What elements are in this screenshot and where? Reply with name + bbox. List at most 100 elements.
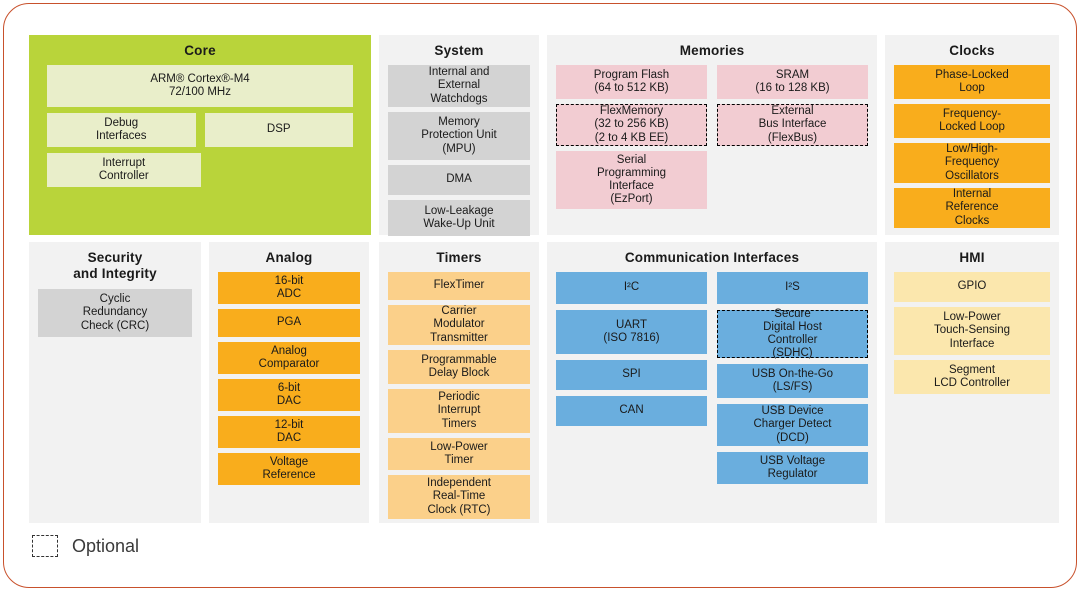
block-pga[interactable]: PGA	[218, 309, 360, 337]
block-line: Internal	[952, 188, 992, 201]
block-line: Oscillators	[945, 169, 999, 182]
block-line: Digital Host	[763, 320, 822, 333]
block-line: Phase-Locked	[935, 68, 1009, 81]
legend-label: Optional	[72, 535, 140, 556]
block-spi[interactable]: SPI	[556, 360, 707, 390]
block-line: Segment	[948, 363, 996, 376]
block-line: (DCD)	[776, 431, 809, 444]
block-diagram: Core ARM® Cortex®-M4 72/100 MHz Debug In…	[29, 35, 1059, 523]
block-line: Interrupt	[437, 404, 481, 417]
block-line: DSP	[266, 123, 291, 136]
block-line: CAN	[619, 404, 644, 417]
block-flextimer[interactable]: FlexTimer	[388, 272, 530, 300]
block-line: Redundancy	[82, 306, 148, 319]
block-line: Wake-Up Unit	[423, 218, 495, 230]
panel-title-line: Security	[87, 250, 143, 265]
block-line: Interface	[609, 180, 654, 192]
block-line: Controller	[767, 334, 818, 346]
block-i-c[interactable]: I²C	[556, 272, 707, 304]
block-frequency-locked-loop[interactable]: Frequency-Locked Loop	[894, 104, 1050, 138]
block-line: Low-Power	[430, 440, 488, 453]
communication-left-column: I²C UART(ISO 7816) SPI CAN	[556, 272, 707, 484]
block-line: (ISO 7816)	[603, 332, 660, 344]
block-line: Low-Power	[943, 311, 1001, 324]
block-line: Program Flash	[593, 68, 670, 81]
block-line: Analog	[271, 344, 307, 357]
block-flexmemory-32-to-256-kb-2-to-4-kb-ee[interactable]: FlexMemory(32 to 256 KB)(2 to 4 KB EE)	[556, 104, 707, 146]
block-gpio[interactable]: GPIO	[894, 272, 1050, 302]
block-line: Low/High-	[946, 143, 998, 156]
block-interrupt-controller[interactable]: Interrupt Controller	[47, 153, 201, 187]
panel-system-title: System	[434, 43, 484, 58]
block-i-s[interactable]: I²S	[717, 272, 868, 304]
block-usb-on-the-go-ls-fs[interactable]: USB On-the-Go(LS/FS)	[717, 364, 868, 398]
block-line: 16-bit	[274, 274, 304, 287]
block-dma[interactable]: DMA	[388, 165, 530, 195]
block-line: Real-Time	[432, 490, 486, 503]
panel-analog-title: Analog	[265, 250, 313, 265]
block-can[interactable]: CAN	[556, 396, 707, 426]
block-arm-cortex-m4[interactable]: ARM® Cortex®-M4 72/100 MHz	[47, 65, 353, 107]
block-line: USB Device	[761, 405, 824, 418]
block-debug-interfaces[interactable]: Debug Interfaces	[47, 113, 196, 147]
block-line: Interfaces	[96, 130, 147, 142]
block-line: Delay Block	[428, 367, 490, 379]
block-line: Comparator	[258, 358, 320, 370]
block-line: External	[437, 79, 481, 92]
block-line: (32 to 256 KB)	[594, 118, 669, 131]
block-line: Low-Leakage	[424, 204, 494, 217]
block-line: Regulator	[767, 468, 818, 480]
block-line: Frequency	[944, 156, 1000, 169]
block-line: Interrupt	[102, 156, 146, 169]
panel-core: Core ARM® Cortex®-M4 72/100 MHz Debug In…	[29, 35, 371, 235]
block-line: Independent	[427, 477, 491, 490]
block-line: Reference	[262, 469, 316, 481]
block-line: FlexTimer	[433, 279, 485, 292]
block-line: (LS/FS)	[772, 381, 813, 393]
block-line: (FlexBus)	[767, 131, 818, 144]
panel-hmi-title: HMI	[959, 250, 985, 265]
block-line: DAC	[276, 395, 302, 407]
block-program-flash-64-to-512-kb[interactable]: Program Flash(64 to 512 KB)	[556, 65, 707, 99]
block-sram-16-to-128-kb[interactable]: SRAM(16 to 128 KB)	[717, 65, 868, 99]
block-uart-iso-7816[interactable]: UART(ISO 7816)	[556, 310, 707, 354]
block-dsp[interactable]: DSP	[204, 113, 353, 147]
block-line: Locked Loop	[939, 121, 1005, 133]
block-line: Watchdogs	[430, 92, 488, 105]
block-line: FlexMemory	[599, 105, 664, 118]
block-line: SPI	[622, 368, 641, 381]
